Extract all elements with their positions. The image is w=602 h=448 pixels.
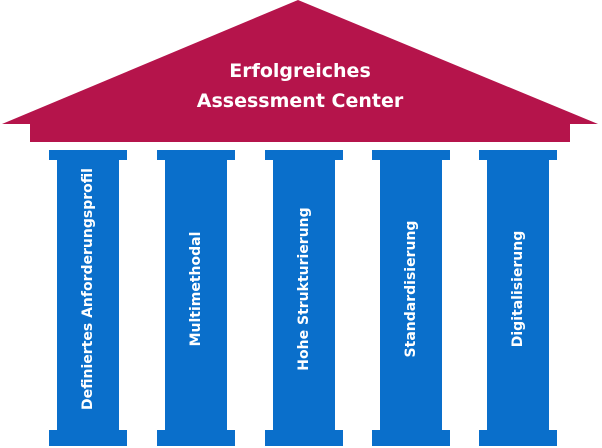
pillar-5 (479, 150, 557, 446)
pillar-3-base (265, 430, 343, 446)
pillar-3-label: Hohe Strukturierung (296, 207, 312, 371)
pillar-3-capital (265, 150, 343, 160)
pillar-1-capital (49, 150, 127, 160)
pillar-2-base (157, 430, 235, 446)
pillar-2 (157, 150, 235, 446)
pillar-1-label: Definiertes Anforderungsprofil (80, 168, 96, 410)
pillar-5-capital (479, 150, 557, 160)
pillar-4-capital (372, 150, 450, 160)
pillar-5-shaft (487, 160, 549, 430)
roof-beam (30, 123, 570, 142)
roof-title-line-2: Assessment Center (196, 90, 404, 112)
pillar-3-shaft (273, 160, 335, 430)
roof-title: Erfolgreiches Assessment Center (150, 56, 450, 116)
pillar-3 (265, 150, 343, 446)
pillar-1 (49, 150, 127, 446)
pillar-5-base (479, 430, 557, 446)
pillar-1-base (49, 430, 127, 446)
pillar-2-shaft (165, 160, 227, 430)
pillar-4-shaft (380, 160, 442, 430)
pillar-5-label: Digitalisierung (510, 230, 526, 348)
pillar-2-label: Multimethodal (188, 231, 204, 347)
roof-triangle (2, 0, 598, 124)
pillar-4-label: Standardisierung (403, 220, 419, 358)
pillar-1-shaft (57, 160, 119, 430)
pillar-2-capital (157, 150, 235, 160)
roof-title-line-1: Erfolgreiches (229, 60, 371, 82)
pillar-4-base (372, 430, 450, 446)
pillar-4 (372, 150, 450, 446)
